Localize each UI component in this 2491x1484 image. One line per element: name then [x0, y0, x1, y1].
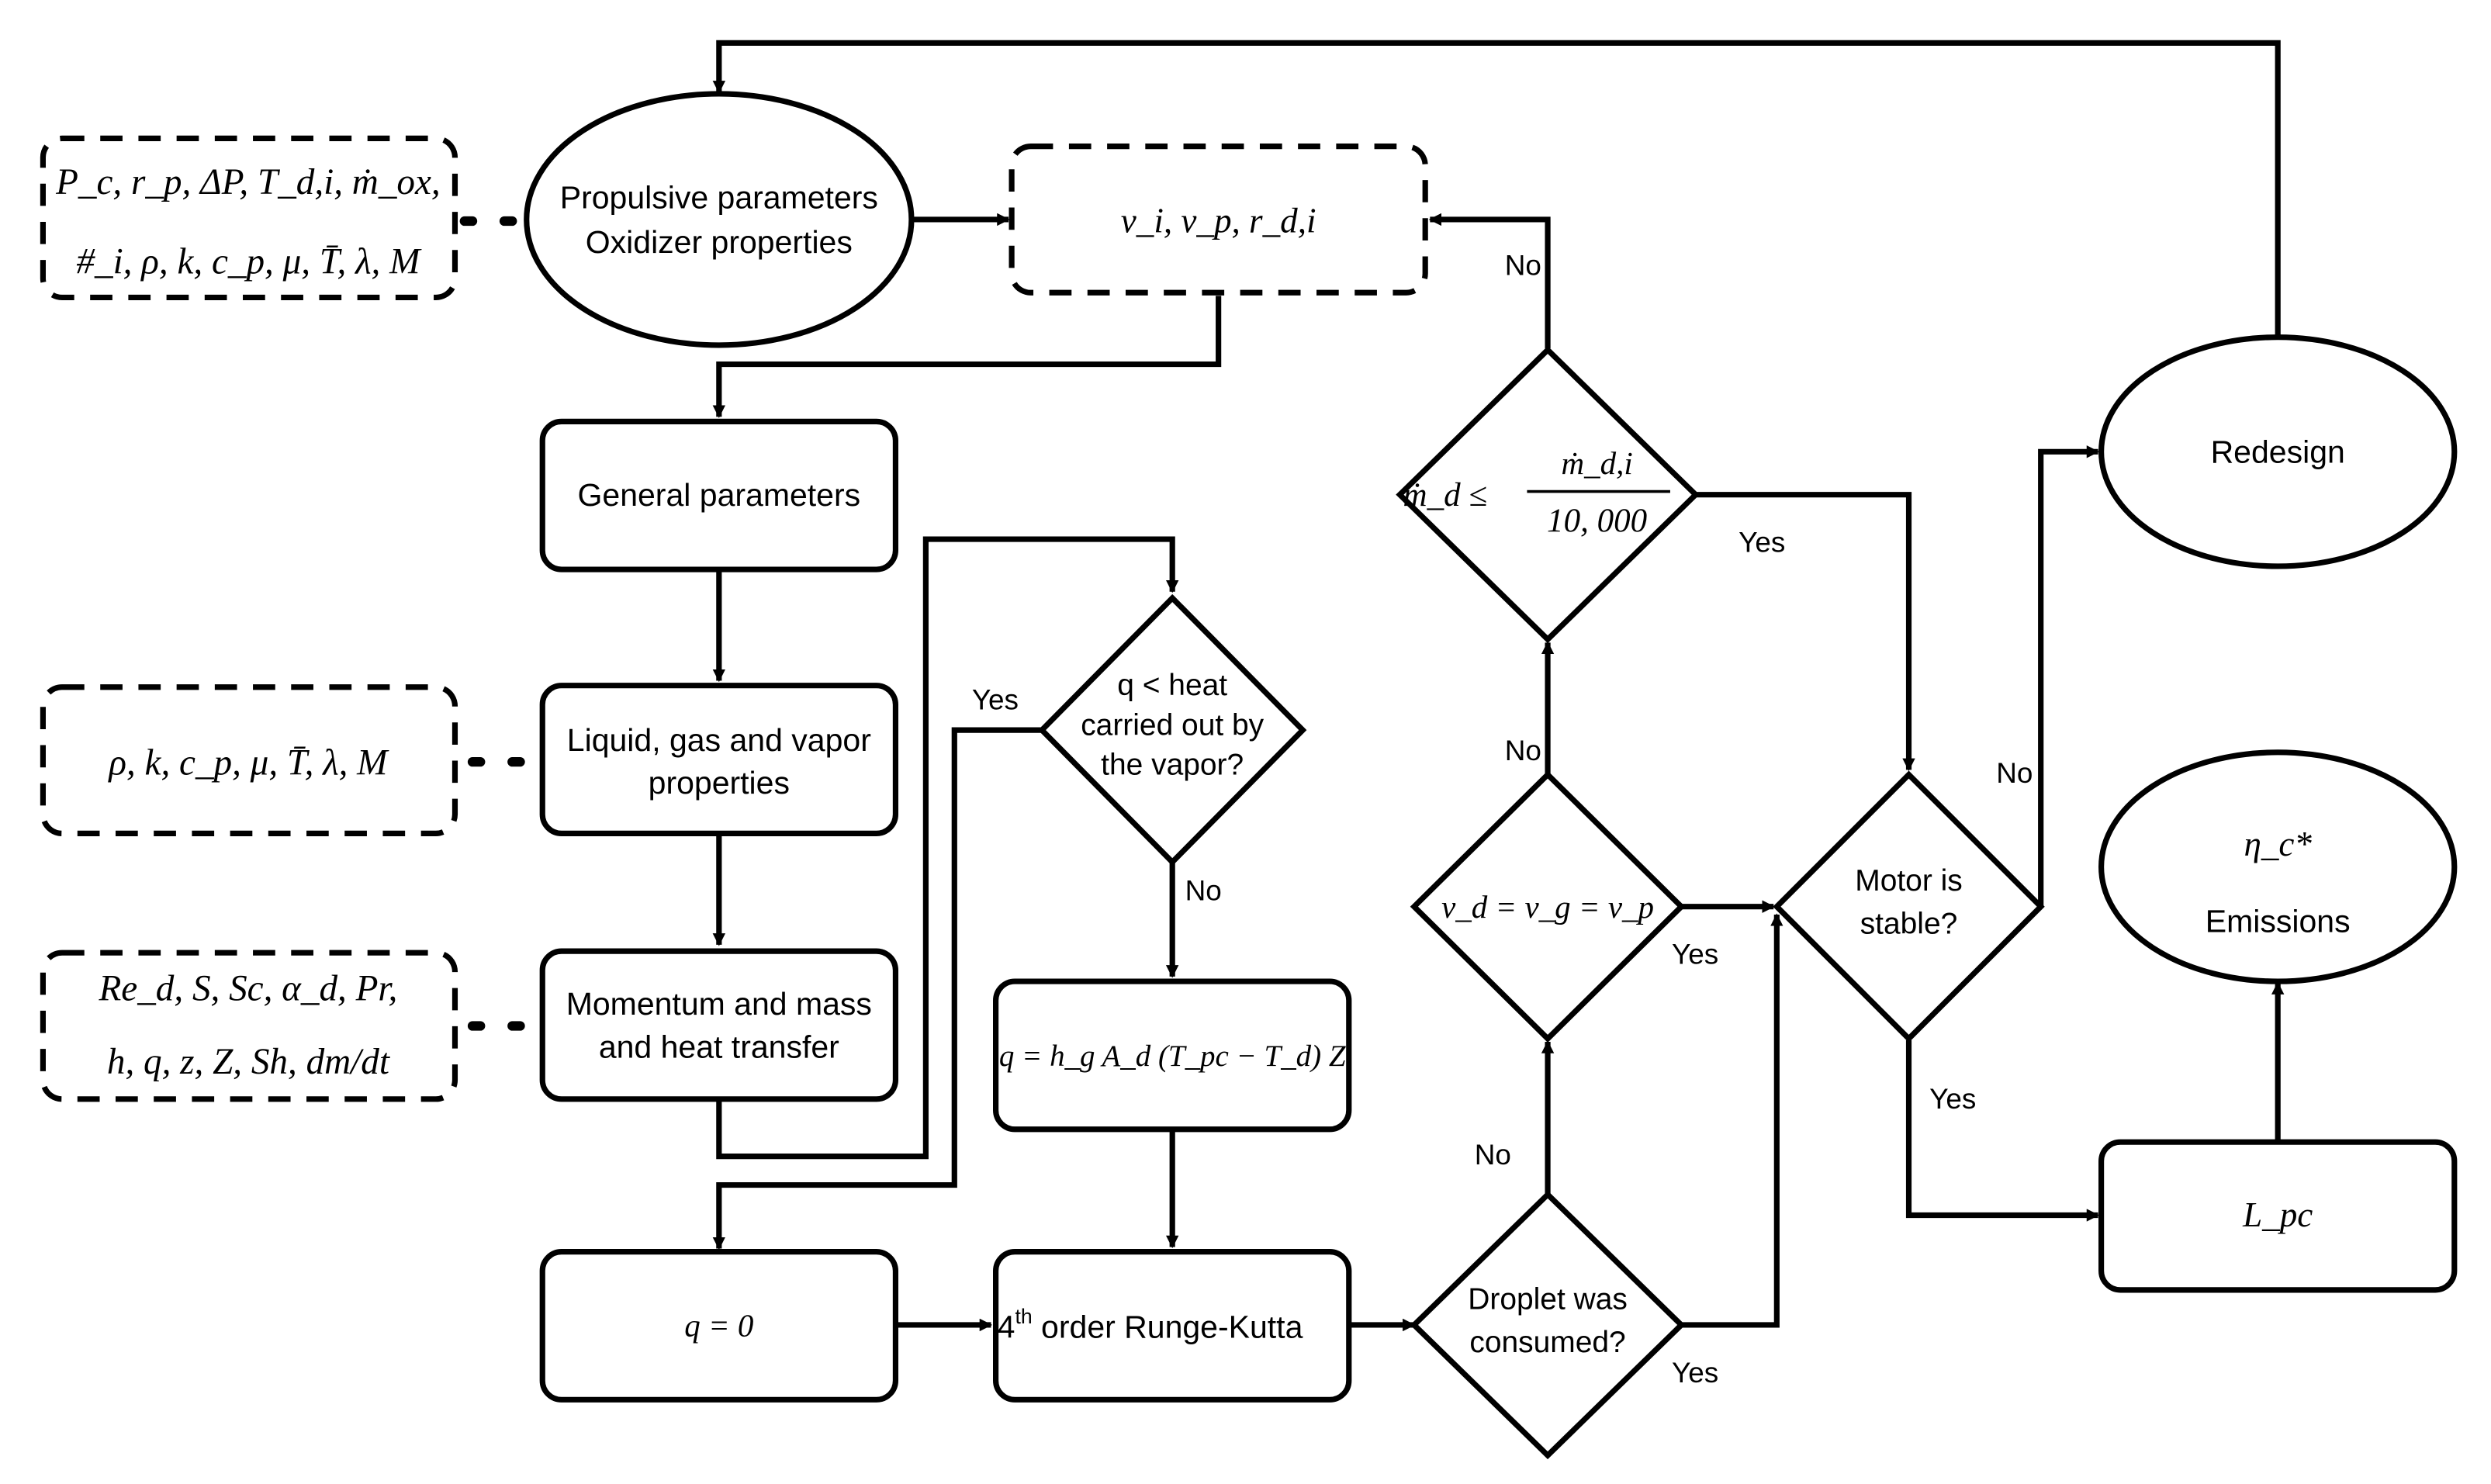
edge-label-droplet-yes: Yes — [1672, 1357, 1718, 1389]
mass-decision-denominator: 10, 000 — [1547, 503, 1647, 539]
input-box-propulsive-params: P_c, r_p, ΔP, T_d,i, ṁ_ox, #_i, ρ, k, c_… — [40, 135, 458, 301]
edge-label-heat-no: No — [1185, 875, 1222, 907]
node-droplet-decision: Droplet was consumed? — [1410, 1190, 1686, 1460]
input-liquid-text: ρ, k, c_p, μ, T̄, λ, M — [107, 743, 389, 784]
edge-droplet-yes-to-motor — [1681, 913, 1783, 1328]
droplet-decision-line2: consumed? — [1469, 1326, 1625, 1359]
output-label-line2: Emissions — [2206, 904, 2351, 939]
edge-velocities-to-general — [712, 296, 1222, 418]
node-liquid-properties: Liquid, gas and vapor properties — [539, 683, 899, 836]
edge-mass-no-to-velocities — [1428, 213, 1551, 349]
node-heat-decision: q < heat carried out by the vapor? — [1038, 593, 1307, 867]
node-q-formula: q = h_g A_d (T_pc − T_d) Z — [993, 978, 1352, 1133]
node-runge-kutta: 4th order Runge-Kutta — [993, 1249, 1352, 1403]
edge-redesign-to-propulsive — [712, 40, 2281, 337]
node-redesign: Redesign — [2098, 334, 2458, 569]
edge-label-mass-yes: Yes — [1739, 526, 1785, 558]
heat-decision-line2: carried out by — [1081, 708, 1264, 742]
node-velocities: v_i, v_p, r_d,i — [1009, 144, 1428, 296]
edge-label-motor-yes: Yes — [1929, 1083, 1976, 1115]
runge-kutta-label: 4th order Runge-Kutta — [998, 1305, 1303, 1344]
droplet-decision-line1: Droplet was — [1468, 1282, 1628, 1316]
node-output: η_c* Emissions — [2098, 749, 2458, 984]
edge-label-velocity-yes: Yes — [1672, 939, 1718, 970]
redesign-label: Redesign — [2211, 434, 2345, 470]
edge-label-velocity-no: No — [1505, 735, 1541, 766]
edges — [712, 40, 2285, 1332]
edge-label-heat-yes: Yes — [972, 683, 1019, 715]
input-transfer-line2: h, q, z, Z, Sh, dm/dt — [107, 1042, 391, 1082]
node-q-zero: q = 0 — [539, 1249, 899, 1403]
node-momentum-transfer: Momentum and mass and heat transfer — [539, 948, 899, 1102]
heat-decision-line3: the vapor? — [1101, 749, 1244, 782]
lpc-text: L_pc — [2242, 1195, 2313, 1234]
momentum-label-line1: Momentum and mass — [566, 986, 872, 1022]
momentum-label-line2: and heat transfer — [599, 1029, 839, 1064]
input-box-transfer-params: Re_d, S, Sc, α_d, Pr, h, q, z, Z, Sh, dm… — [40, 950, 458, 1102]
general-label: General parameters — [578, 477, 861, 513]
edge-label-motor-no: No — [1996, 757, 2033, 789]
edge-label-mass-no: No — [1505, 250, 1541, 282]
edge-mass-yes-to-motor — [1695, 492, 1915, 772]
propulsive-label-line1: Propulsive parameters — [560, 180, 878, 216]
input-box-liquid-params: ρ, k, c_p, μ, T̄, λ, M — [40, 684, 458, 836]
heat-decision-line1: q < heat — [1117, 669, 1227, 702]
input-propulsive-line2: #_i, ρ, k, c_p, μ, T̄, λ, M — [76, 242, 422, 282]
edge-motor-yes-to-lpc — [1905, 1039, 2100, 1222]
edge-momentum-to-heat-decision — [716, 536, 1179, 1160]
input-transfer-line1: Re_d, S, Sc, α_d, Pr, — [99, 969, 398, 1009]
node-propulsive-parameters: Propulsive parameters Oxidizer propertie… — [524, 91, 915, 348]
node-lpc: L_pc — [2098, 1139, 2458, 1293]
mass-decision-lhs: ṁ_d ≤ — [1403, 477, 1487, 514]
motor-decision-line1: Motor is — [1855, 864, 1962, 898]
propulsive-label-line2: Oxidizer properties — [586, 224, 853, 260]
velocities-text: v_i, v_p, r_d,i — [1121, 201, 1316, 240]
edge-label-droplet-no: No — [1475, 1139, 1511, 1171]
node-velocity-decision: v_d = v_g = v_p — [1410, 770, 1686, 1043]
node-mass-decision: ṁ_d ≤ ṁ_d,i 10, 000 — [1396, 346, 1700, 644]
liquid-label-line2: properties — [649, 765, 790, 801]
edge-heat-yes-to-qzero — [712, 727, 1043, 1251]
output-label-line1: η_c* — [2244, 825, 2312, 863]
node-general-parameters: General parameters — [539, 418, 899, 572]
input-propulsive-line1: P_c, r_p, ΔP, T_d,i, ṁ_ox, — [55, 162, 441, 202]
edge-motor-no-to-redesign — [2038, 445, 2100, 907]
motor-decision-line2: stable? — [1860, 908, 1958, 941]
edge-labels: Yes No No Yes No Yes No Yes No Yes — [972, 250, 2033, 1389]
mass-decision-numerator: ṁ_d,i — [1562, 445, 1633, 481]
node-motor-decision: Motor is stable? — [1773, 770, 2045, 1043]
dotted-connectors — [459, 216, 531, 1031]
liquid-label-line1: Liquid, gas and vapor — [567, 722, 871, 758]
q-zero-text: q = 0 — [684, 1307, 753, 1343]
q-formula-text: q = h_g A_d (T_pc − T_d) Z — [999, 1039, 1346, 1073]
velocity-decision-text: v_d = v_g = v_p — [1441, 889, 1654, 925]
